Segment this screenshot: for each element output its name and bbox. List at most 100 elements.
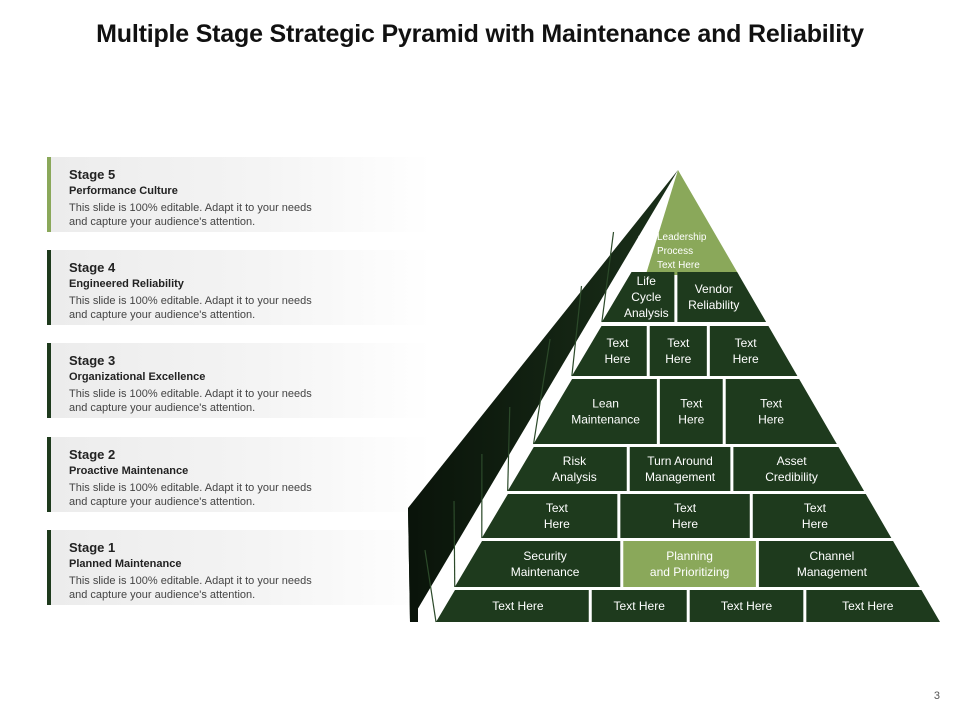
pyramid-cell xyxy=(620,494,750,538)
pyramid-cell-label: Management xyxy=(645,470,716,484)
pyramid-side-face xyxy=(408,170,678,622)
side-edge-line xyxy=(424,549,437,623)
stage-subtitle: Performance Culture xyxy=(69,185,178,197)
pyramid-cell-label: Management xyxy=(797,565,868,579)
side-edge-line xyxy=(507,406,511,492)
stage-subtitle: Proactive Maintenance xyxy=(69,465,189,477)
stage-label: Stage 2 xyxy=(69,447,116,462)
stage-label: Stage 4 xyxy=(69,260,116,275)
pyramid-cell-label: Text xyxy=(674,501,697,515)
stage-subtitle: Organizational Excellence xyxy=(69,371,206,383)
pyramid-cell-label: Here xyxy=(604,352,630,366)
pyramid-cell-label: Text Here xyxy=(492,599,544,613)
pyramid-cell-label: Maintenance xyxy=(511,565,580,579)
side-edge-line xyxy=(453,500,456,588)
stage-card-3: Stage 3 Organizational Excellence This s… xyxy=(47,343,431,418)
pyramid-cell-label: Text xyxy=(606,336,629,350)
pyramid-cell-label: Text xyxy=(804,501,827,515)
stage-description: This slide is 100% editable. Adapt it to… xyxy=(69,575,312,601)
side-edge-line xyxy=(532,338,551,445)
stage-description: This slide is 100% editable. Adapt it to… xyxy=(69,482,312,508)
pyramid-cell xyxy=(601,272,675,322)
pyramid-top-cell xyxy=(645,170,739,275)
stage-subtitle: Engineered Reliability xyxy=(69,278,184,290)
pyramid-cell-label: Turn Around xyxy=(647,454,713,468)
pyramid-cell xyxy=(571,326,647,376)
slide-title: Multiple Stage Strategic Pyramid with Ma… xyxy=(96,20,864,48)
pyramid-cell xyxy=(436,590,589,622)
pyramid-cell-label: Text xyxy=(735,336,758,350)
stage-label: Stage 1 xyxy=(69,540,116,555)
pyramid-cell xyxy=(733,447,865,491)
pyramid-cell-label: Credibility xyxy=(765,470,818,484)
bullet-dot: • xyxy=(638,260,641,270)
pyramid-cell xyxy=(659,379,723,444)
pyramid-cell-label: Life xyxy=(637,274,657,288)
stage-card-2: Stage 2 Proactive Maintenance This slide… xyxy=(47,437,431,512)
pyramid-cell-label: Cycle xyxy=(631,290,661,304)
pyramid-cell-label: Here xyxy=(544,517,570,531)
pyramid-cell-label: Lean xyxy=(592,397,619,411)
stage-subtitle: Planned Maintenance xyxy=(69,558,182,570)
stage-card-4: Stage 4 Engineered Reliability This slid… xyxy=(47,250,431,325)
pyramid-cell-label: Planning xyxy=(666,549,713,563)
pyramid-cell-label: Text Here xyxy=(842,599,894,613)
pyramid-cell xyxy=(709,326,798,376)
pyramid-cell xyxy=(623,541,756,587)
pyramid-cell xyxy=(533,379,657,444)
pyramid-cell xyxy=(507,447,627,491)
pyramid-cell-label: Here xyxy=(802,517,828,531)
pyramid-cell-label: Risk xyxy=(563,454,587,468)
pyramid-cell xyxy=(758,541,920,587)
pyramid-cell-label: Here xyxy=(733,352,759,366)
top-bullet-text: Text Here xyxy=(657,260,700,271)
pyramid-cells xyxy=(436,170,940,622)
pyramid-cell-label: Text Here xyxy=(721,599,773,613)
pyramid-cell-label: Text xyxy=(546,501,569,515)
pyramid-cell-label: Text Here xyxy=(614,599,666,613)
pyramid-cell xyxy=(689,590,804,622)
pyramid-cell-label: and Prioritizing xyxy=(650,565,729,579)
pyramid-cell-label: Asset xyxy=(777,454,808,468)
pyramid-cell-label: Text xyxy=(667,336,690,350)
pyramid-cell xyxy=(806,590,940,622)
pyramid-labels: •Leadership•Process•Text HereLifeCycleAn… xyxy=(492,232,894,613)
pyramid-cell xyxy=(752,494,892,538)
pyramid-cell xyxy=(481,494,618,538)
pyramid-cell xyxy=(454,541,621,587)
stage-description: This slide is 100% editable. Adapt it to… xyxy=(69,202,312,228)
side-edge-line xyxy=(601,231,615,323)
pyramid-cell xyxy=(677,272,767,322)
pyramid-side-edges xyxy=(424,231,615,623)
pyramid-cell-label: Reliability xyxy=(688,298,739,312)
pyramid-cell-label: Text xyxy=(680,397,703,411)
pyramid-cell xyxy=(649,326,707,376)
pyramid-cell-label: Security xyxy=(523,549,566,563)
stage-label: Stage 3 xyxy=(69,353,116,368)
pyramid-cell-label: Analysis xyxy=(552,470,597,484)
pyramid-cell xyxy=(725,379,837,444)
top-bullet-text: Leadership xyxy=(657,232,707,243)
pyramid-side-face-lower xyxy=(408,508,418,622)
bullet-dot: • xyxy=(638,246,641,256)
bullet-dot: • xyxy=(638,232,641,242)
pyramid-cell-label: Text xyxy=(760,397,783,411)
side-edge-line xyxy=(571,285,583,377)
top-bullet-text: Process xyxy=(657,246,693,257)
stage-description: This slide is 100% editable. Adapt it to… xyxy=(69,388,312,414)
pyramid-cell-label: Here xyxy=(672,517,698,531)
pyramid-cell-label: Maintenance xyxy=(571,413,640,427)
pyramid-cell-label: Here xyxy=(665,352,691,366)
pyramid-cell-label: Here xyxy=(678,413,704,427)
stage-label: Stage 5 xyxy=(69,167,116,182)
pyramid-cell-label: Analysis xyxy=(624,306,669,320)
page-number: 3 xyxy=(933,690,940,702)
stage-description: This slide is 100% editable. Adapt it to… xyxy=(69,295,312,321)
pyramid-cell-label: Here xyxy=(758,413,784,427)
pyramid-cell-label: Channel xyxy=(810,549,855,563)
stage-card-5: Stage 5 Performance Culture This slide i… xyxy=(47,157,431,232)
stage-card-1: Stage 1 Planned Maintenance This slide i… xyxy=(47,530,431,605)
pyramid-cell xyxy=(629,447,731,491)
pyramid-cell-label: Vendor xyxy=(695,282,733,296)
